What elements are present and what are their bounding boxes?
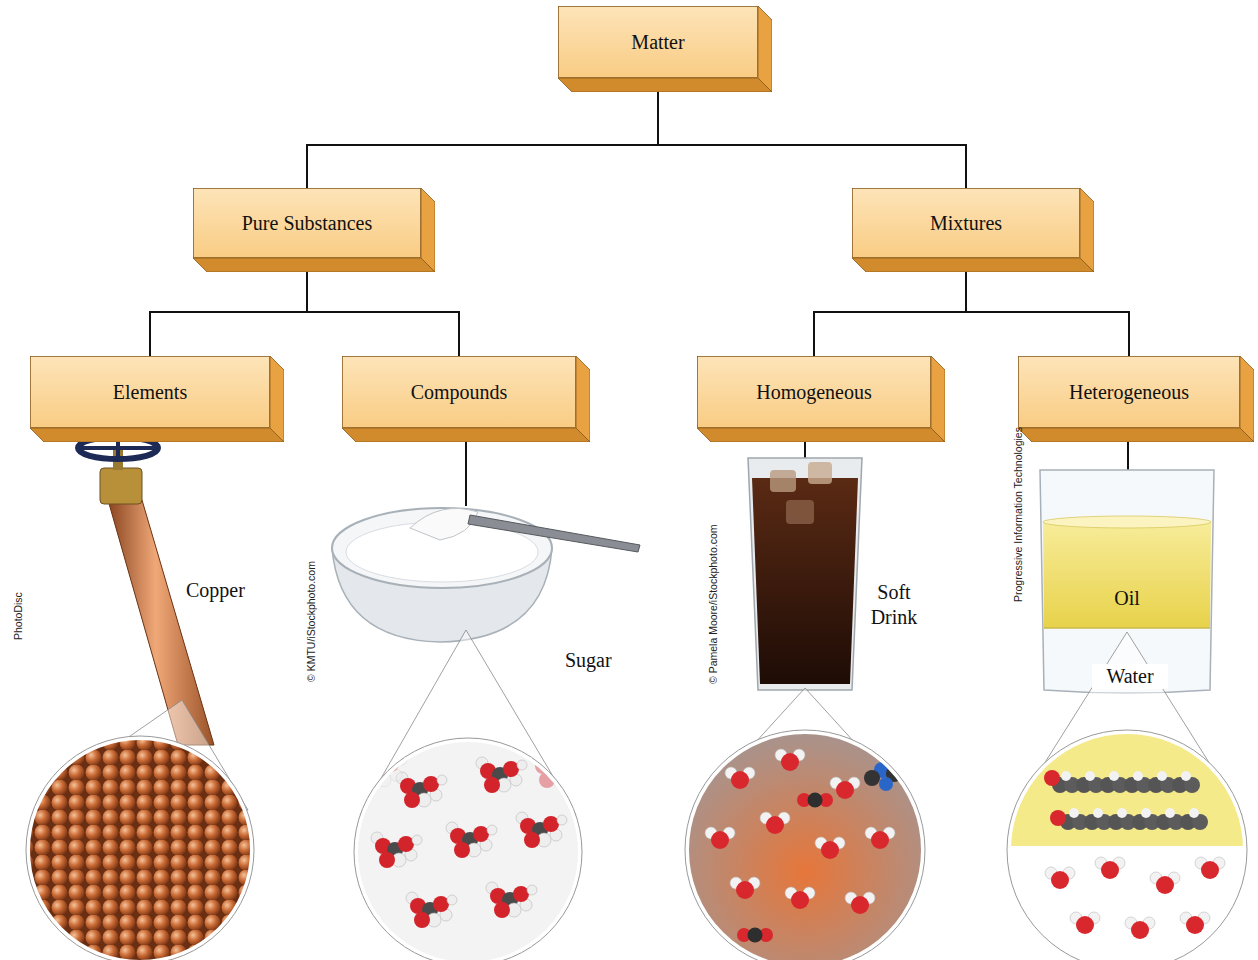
box-front (698, 357, 931, 428)
box-face: Homogeneous (697, 356, 931, 428)
box-bottom (697, 428, 945, 442)
category-box: Elements (30, 356, 284, 442)
tree-connector (307, 92, 658, 188)
category-box: Mixtures (852, 188, 1094, 272)
box-side (758, 6, 772, 92)
substance-label: Soft Drink (864, 580, 924, 630)
tree-connector (814, 272, 966, 356)
box-bottom (30, 428, 284, 442)
box-label: Elements (113, 381, 187, 404)
oil-water-beaker (1005, 470, 1250, 960)
box-face: Mixtures (852, 188, 1080, 258)
tree-connector (307, 272, 459, 356)
tree-connector (150, 272, 307, 356)
substance-label: Oil (1097, 586, 1157, 611)
box-bottom (193, 258, 435, 272)
box-front (559, 7, 758, 78)
substance-label: Water (1092, 664, 1168, 689)
photo-credit: © KMTU/iStockphoto.com (306, 561, 317, 682)
substance-label: Copper (186, 578, 245, 603)
soft-drink-glass (680, 458, 930, 960)
copper-pipe (20, 437, 260, 960)
box-face: Elements (30, 356, 270, 428)
leader-lines (150, 431, 1128, 506)
box-side (576, 356, 590, 442)
box-side (421, 188, 435, 272)
box-front (1019, 357, 1240, 428)
category-box: Homogeneous (697, 356, 945, 442)
box-side (931, 356, 945, 442)
category-box: Pure Substances (193, 188, 435, 272)
photo-credit: © Pamela Moore/iStockphoto.com (708, 525, 719, 684)
box-bottom (1018, 428, 1254, 442)
tree-connector (966, 272, 1129, 356)
category-box: Compounds (342, 356, 590, 442)
box-label: Mixtures (930, 212, 1002, 235)
box-front (31, 357, 270, 428)
box-label: Compounds (411, 381, 508, 404)
sugar-bowl (332, 508, 640, 960)
substance-label: Sugar (565, 648, 612, 673)
box-bottom (342, 428, 590, 442)
box-face: Pure Substances (193, 188, 421, 258)
box-side (270, 356, 284, 442)
box-label: Matter (631, 31, 684, 54)
box-face: Matter (558, 6, 758, 78)
box-label: Heterogeneous (1069, 381, 1189, 404)
photo-credit: PhotoDisc (13, 592, 24, 640)
box-label: Homogeneous (756, 381, 872, 404)
photo-credit: Progressive Information Technologies (1013, 427, 1024, 602)
box-side (1080, 188, 1094, 272)
box-label: Pure Substances (242, 212, 373, 235)
box-side (1240, 356, 1254, 442)
box-face: Heterogeneous (1018, 356, 1240, 428)
category-box: Matter (558, 6, 772, 92)
box-bottom (852, 258, 1094, 272)
tree-connector (658, 92, 966, 188)
box-front (853, 189, 1080, 258)
box-bottom (558, 78, 772, 92)
box-face: Compounds (342, 356, 576, 428)
box-front (343, 357, 576, 428)
box-front (194, 189, 421, 258)
category-box: Heterogeneous (1018, 356, 1254, 442)
